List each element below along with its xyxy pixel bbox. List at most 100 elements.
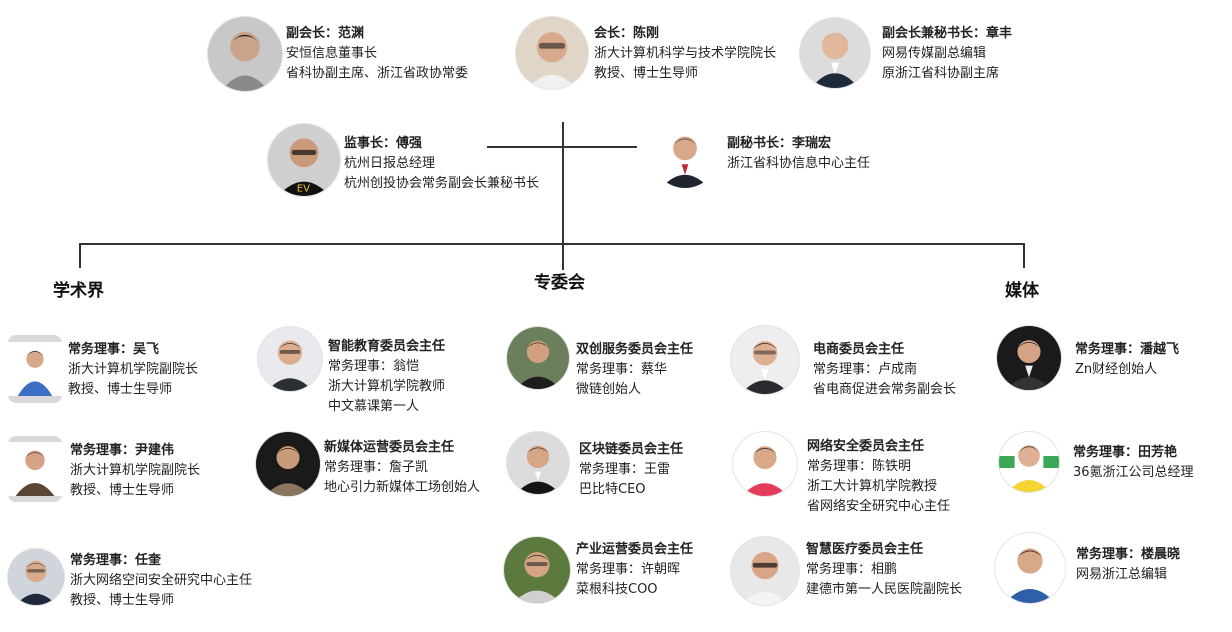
card-supervisor-fu: 监事长：傅强 杭州日报总经理 杭州创投协会常务副会长兼秘书长 [344, 134, 539, 194]
committee-title: 网络安全委员会主任 [807, 439, 925, 454]
committee-title: 产业运营委员会主任 [576, 542, 694, 557]
person-detail: 常务理事：王雷 [579, 462, 671, 477]
person-title: 副秘书长：李瑞宏 [727, 136, 832, 151]
card-vice-president-zhang: 副会长兼秘书长：章丰 网易传媒副总编辑 原浙江省科协副主席 [882, 24, 1012, 84]
connector-second-row [487, 146, 637, 148]
avatar-president-chen [516, 17, 588, 89]
avatar-deputy-secretary-li [652, 122, 718, 188]
card-committee-innovation: 双创服务委员会主任 常务理事：蔡华 微链创始人 [576, 340, 693, 400]
card-committee-ecommerce: 电商委员会主任 常务理事：卢成南 省电商促进会常务副会长 [813, 340, 956, 400]
avatar-academic-wu [8, 335, 62, 403]
person-detail: 中文慕课第一人 [328, 399, 420, 414]
branch-academic: 学术界 [53, 281, 104, 301]
person-detail: 常务理事：相鹏 [806, 562, 898, 577]
card-vice-president-fan: 副会长：范渊 安恒信息董事长 省科协副主席、浙江省政协常委 [286, 24, 468, 84]
card-academic-ren: 常务理事：任奎 浙大网络空间安全研究中心主任 教授、博士生导师 [70, 551, 252, 611]
person-detail: 常务理事：詹子凯 [324, 460, 429, 475]
person-detail: 原浙江省科协副主席 [882, 66, 1000, 81]
avatar-academic-ren [8, 549, 64, 605]
committee-title: 电商委员会主任 [813, 342, 905, 357]
committee-title: 智能教育委员会主任 [328, 339, 446, 354]
person-title: 常务理事：尹建伟 [70, 443, 175, 458]
person-detail: 浙大计算机学院教师 [328, 379, 446, 394]
card-committee-security: 网络安全委员会主任 常务理事：陈铁明 浙工大计算机学院教授 省网络安全研究中心主… [807, 437, 950, 517]
committee-title: 智慧医疗委员会主任 [806, 542, 924, 557]
avatar-media-lou [995, 533, 1065, 603]
avatar-committee-blockchain [507, 432, 569, 494]
avatar-media-pan [997, 326, 1061, 390]
committee-title: 区块链委员会主任 [579, 442, 684, 457]
person-detail: 浙大计算机学院副院长 [68, 362, 199, 377]
person-detail: 杭州日报总经理 [344, 156, 436, 171]
card-academic-wu: 常务理事：吴飞 浙大计算机学院副院长 教授、博士生导师 [68, 340, 198, 400]
card-media-pan: 常务理事：潘越飞 Zn财经创始人 [1075, 340, 1179, 380]
person-detail: 常务理事：陈铁明 [807, 459, 912, 474]
person-detail: 常务理事：蔡华 [576, 362, 668, 377]
person-title: 监事长：傅强 [344, 136, 423, 151]
svg-text:EV: EV [297, 184, 310, 195]
card-media-tian: 常务理事：田芳艳 36氪浙江公司总经理 [1073, 443, 1194, 483]
connector-center-vertical [562, 122, 564, 270]
person-title: 常务理事：任奎 [70, 553, 162, 568]
person-title: 常务理事：潘越飞 [1075, 342, 1180, 357]
person-detail: 浙大计算机学院副院长 [70, 463, 201, 478]
branch-committee: 专委会 [534, 273, 585, 293]
card-committee-newmedia: 新媒体运营委员会主任 常务理事：詹子凯 地心引力新媒体工场创始人 [324, 438, 480, 498]
card-committee-industry: 产业运营委员会主任 常务理事：许朝晖 菜根科技COO [576, 540, 693, 600]
connector-branches [79, 243, 1025, 245]
person-detail: 教授、博士生导师 [68, 382, 173, 397]
person-detail: 建德市第一人民医院副院长 [806, 582, 963, 597]
person-detail: 浙江省科协信息中心主任 [727, 156, 871, 171]
card-committee-blockchain: 区块链委员会主任 常务理事：王雷 巴比特CEO [579, 440, 683, 500]
person-detail: 常务理事：卢成南 [813, 362, 918, 377]
person-title: 常务理事：楼晨晓 [1076, 547, 1181, 562]
connector-academic [79, 243, 81, 268]
avatar-committee-industry [504, 537, 570, 603]
person-detail: 网易浙江总编辑 [1076, 567, 1168, 582]
person-detail: 36氪浙江公司总经理 [1073, 465, 1194, 480]
person-detail: 浙大计算机科学与技术学院院长 [594, 46, 777, 61]
card-academic-yin: 常务理事：尹建伟 浙大计算机学院副院长 教授、博士生导师 [70, 441, 200, 501]
person-detail: 微链创始人 [576, 382, 642, 397]
person-detail: 杭州创投协会常务副会长兼秘书长 [344, 176, 540, 191]
person-detail: 省网络安全研究中心主任 [807, 499, 951, 514]
person-detail: Zn财经创始人 [1075, 362, 1158, 377]
person-title: 副会长：范渊 [286, 26, 365, 41]
person-title: 会长：陈刚 [594, 26, 660, 41]
avatar-supervisor-fu: EV [268, 124, 340, 196]
avatar-committee-security [733, 432, 797, 496]
person-detail: 安恒信息董事长 [286, 46, 378, 61]
avatar-academic-yin [8, 436, 62, 502]
branch-media: 媒体 [1005, 281, 1039, 301]
person-detail: 浙大网络空间安全研究中心主任 [70, 573, 253, 588]
avatar-committee-medical [731, 537, 799, 605]
person-detail: 省电商促进会常务副会长 [813, 382, 957, 397]
person-title: 副会长兼秘书长：章丰 [882, 26, 1013, 41]
avatar-media-tian [999, 432, 1059, 492]
card-deputy-secretary-li: 副秘书长：李瑞宏 浙江省科协信息中心主任 [727, 134, 870, 174]
avatar-committee-newmedia [256, 432, 320, 496]
committee-title: 双创服务委员会主任 [576, 342, 694, 357]
avatar-committee-education [258, 327, 322, 391]
connector-media [1023, 243, 1025, 268]
person-detail: 网易传媒副总编辑 [882, 46, 987, 61]
person-detail: 巴比特CEO [579, 482, 646, 497]
committee-title: 新媒体运营委员会主任 [324, 440, 455, 455]
person-detail: 教授、博士生导师 [70, 593, 175, 608]
card-president-chen: 会长：陈刚 浙大计算机科学与技术学院院长 教授、博士生导师 [594, 24, 776, 84]
avatar-committee-ecommerce [731, 326, 799, 394]
person-detail: 常务理事：许朝晖 [576, 562, 681, 577]
card-committee-medical: 智慧医疗委员会主任 常务理事：相鹏 建德市第一人民医院副院长 [806, 540, 962, 600]
avatar-committee-innovation [507, 327, 569, 389]
person-detail: 省科协副主席、浙江省政协常委 [286, 66, 469, 81]
person-detail: 教授、博士生导师 [70, 483, 175, 498]
person-title: 常务理事：吴飞 [68, 342, 160, 357]
card-media-lou: 常务理事：楼晨晓 网易浙江总编辑 [1076, 545, 1180, 585]
card-committee-education: 智能教育委员会主任 常务理事：翁恺 浙大计算机学院教师 中文慕课第一人 [328, 337, 445, 417]
person-detail: 浙工大计算机学院教授 [807, 479, 938, 494]
person-detail: 常务理事：翁恺 [328, 359, 420, 374]
person-detail: 菜根科技COO [576, 582, 658, 597]
person-title: 常务理事：田芳艳 [1073, 445, 1178, 460]
avatar-vice-president-zhang [800, 18, 870, 88]
